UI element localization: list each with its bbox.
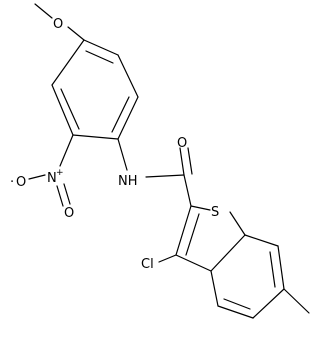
bond-ring1-b (51, 84, 74, 136)
atom-n-nitro: N (47, 171, 57, 186)
bond-c5-c4 (217, 305, 254, 319)
bond-c7-c6 (277, 245, 285, 290)
bond-c6-c5 (252, 288, 285, 319)
bond-ring1-b-inner (60, 88, 80, 130)
bond-ring1-f-inner (85, 50, 114, 64)
bond-s-c7a (229, 211, 246, 236)
bond-ring1-d (117, 96, 139, 140)
bond-c6-methyl (283, 288, 310, 314)
bond-methyl-o (34, 3, 53, 19)
bond-c7-c6-inner (269, 251, 276, 288)
bond-c2-c3-inner (185, 213, 200, 256)
bond-nitro-o-a (28, 174, 46, 180)
atom-n-amide: NH (118, 174, 138, 189)
bond-c7a-c7 (244, 234, 279, 247)
bond-c2-c3 (175, 205, 192, 256)
atom-o-methoxy: O (53, 17, 63, 32)
bond-ring1-c (72, 134, 119, 140)
bond-c3a-c7a (210, 234, 246, 272)
atom-n-nitro-charge: + (56, 168, 64, 178)
bond-ring1-f (83, 39, 119, 56)
bond-c-thiophene (183, 174, 192, 207)
bond-c2-s (190, 205, 211, 211)
bond-nitro-o-b1 (56, 185, 64, 207)
bond-ring1-d-inner (111, 96, 130, 133)
bond-n-c (145, 174, 185, 178)
bond-ring1-a (51, 39, 85, 86)
bond-c-o-2 (187, 147, 193, 175)
bond-ring1-e (117, 54, 139, 98)
bond-o-ring (67, 26, 85, 41)
bond-nitro-o-b2 (63, 183, 71, 205)
atom-o-nitro-b: O (16, 175, 26, 190)
atom-cl: Cl (141, 257, 154, 272)
bond-c5-c4-inner (223, 298, 251, 310)
bond-c3-cl (158, 254, 177, 263)
atom-o-nitro-b-dot: · (10, 175, 14, 190)
bond-ring-n (117, 138, 128, 171)
bond-ring-nitro (59, 134, 74, 167)
bond-c4-c3a (210, 270, 219, 307)
bond-c-o-1 (179, 147, 185, 176)
bond-c3-c3a (175, 254, 212, 272)
molecule-structure: O N + O · O NH O S Cl (10, 3, 310, 319)
atom-o-carbonyl: O (177, 136, 187, 151)
atom-s: S (211, 205, 219, 220)
atom-o-nitro-a: O (64, 206, 74, 221)
